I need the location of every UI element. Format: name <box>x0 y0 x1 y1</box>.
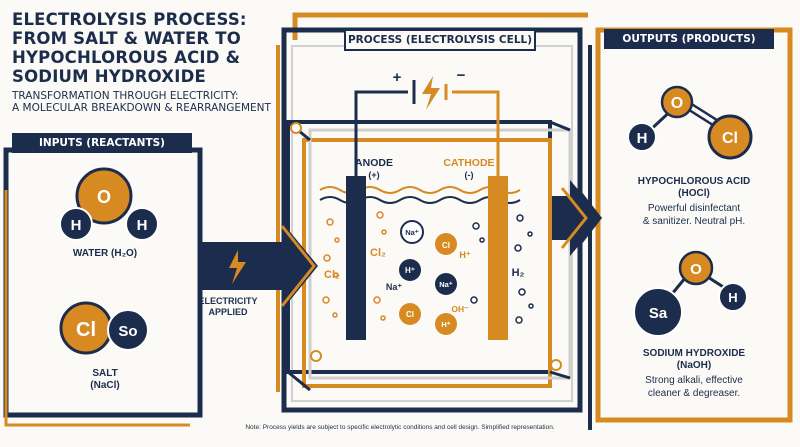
gas-bubbles <box>322 211 534 324</box>
hocl-atom-o: O <box>671 95 683 112</box>
naoh-desc-line1: Strong alkali, effective <box>645 375 743 386</box>
power-bolt-icon <box>422 76 440 110</box>
electricity-label-line2: APPLIED <box>208 307 248 317</box>
hocl-label: HYPOCHLOROUS ACID (HOCl) <box>610 176 778 200</box>
ions <box>399 220 457 335</box>
atom-labels: O H H Cl So O H Cl O Sa H <box>71 95 738 341</box>
outputs-header: OUTPUTS (PRODUCTS) <box>604 29 774 49</box>
salt-label: SALT (NaCl) <box>40 368 170 392</box>
water-atom-o: O <box>97 187 111 207</box>
cell-labels: + − ANODE (+) CATHODE (-) <box>355 67 495 180</box>
naoh-atom-sa: Sa <box>649 305 668 322</box>
species-h-plus-a: H⁺ <box>405 266 415 275</box>
page-subtitle: TRANSFORMATION THROUGH ELECTRICITY: A MO… <box>12 90 312 114</box>
page-title: ELECTROLYSIS PROCESS: FROM SALT & WATER … <box>12 10 247 86</box>
salt-atom-so: So <box>118 323 137 340</box>
species-h2: H₂ <box>512 267 525 279</box>
hocl-desc-line1: Powerful disinfectant <box>647 203 741 214</box>
species-cl2-b: Cl₂ <box>324 269 340 281</box>
minus-sign: − <box>457 67 466 84</box>
anode-electrode <box>346 176 366 340</box>
hocl-name: HYPOCHLOROUS ACID <box>637 176 751 187</box>
water-label: WATER (H₂O) <box>72 248 138 259</box>
electricity-label: ELECTRICITY APPLIED <box>188 296 268 318</box>
species-labels: Cl₂ Cl₂ Na⁺ H⁺ Na⁺ Cl H⁺ Na⁺ H₂ Cl OH⁻ H… <box>324 228 524 329</box>
cathode-label: CATHODE <box>443 157 494 169</box>
salt-label-line1: SALT <box>92 368 118 379</box>
anode-label: ANODE <box>355 157 393 169</box>
input-arrow <box>200 222 318 310</box>
subtitle-line-2: A MOLECULAR BREAKDOWN & REARRANGEMENT <box>12 102 271 114</box>
species-h-plus-c: H⁺ <box>441 320 450 329</box>
water-atom-h1: H <box>71 217 82 234</box>
hocl-desc-line2: & sanitizer. Neutral pH. <box>642 215 746 227</box>
naoh-atom-h: H <box>728 290 737 305</box>
species-cl-b: Cl <box>406 310 414 319</box>
water-molecule <box>59 167 159 241</box>
naoh-name: SODIUM HYDROXIDE <box>642 348 746 359</box>
circuit-wires <box>354 76 500 176</box>
naoh-formula: (NaOH) <box>676 360 712 371</box>
naoh-label: SODIUM HYDROXIDE (NaOH) <box>610 348 778 372</box>
cathode-sign: (-) <box>465 170 474 180</box>
naoh-atom-o: O <box>690 261 702 278</box>
cathode-electrode <box>488 176 508 340</box>
process-header: PROCESS (ELECTROLYSIS CELL) <box>344 29 536 51</box>
footnote: Note: Process yields are subject to spec… <box>245 424 555 431</box>
hocl-description: Powerful disinfectant & sanitizer. Neutr… <box>610 203 778 228</box>
species-na-a: Na⁺ <box>405 228 419 237</box>
hocl-molecule <box>627 85 753 160</box>
process-frame <box>276 12 588 413</box>
species-cl-a: Cl <box>442 241 450 250</box>
electricity-label-line1: ELECTRICITY <box>198 296 258 306</box>
hocl-atom-h: H <box>637 130 648 147</box>
output-arrow <box>552 180 602 256</box>
species-h-plus-b: H⁺ <box>459 250 470 260</box>
water-atom-h2: H <box>137 217 148 234</box>
species-na-c: Na⁺ <box>439 280 453 289</box>
species-cl2-a: Cl₂ <box>370 247 386 259</box>
electricity-bolt-icon <box>229 250 246 284</box>
naoh-molecule <box>633 250 748 337</box>
naoh-description: Strong alkali, effective cleaner & degre… <box>610 375 778 400</box>
subtitle-line-1: TRANSFORMATION THROUGH ELECTRICITY: <box>12 90 239 102</box>
anode-sign: (+) <box>368 170 379 180</box>
salt-molecule <box>59 301 149 355</box>
naoh-desc-line2: cleaner & degreaser. <box>647 387 741 399</box>
hocl-formula: (HOCl) <box>678 188 710 199</box>
electrolysis-beaker <box>286 120 572 392</box>
hocl-atom-cl: Cl <box>722 130 738 147</box>
salt-atom-cl: Cl <box>76 319 96 341</box>
salt-label-line2: (NaCl) <box>90 380 120 391</box>
species-na-b: Na⁺ <box>386 282 403 292</box>
plus-sign: + <box>393 69 402 86</box>
species-oh: OH⁻ <box>451 304 469 314</box>
inputs-header: INPUTS (REACTANTS) <box>12 133 192 153</box>
